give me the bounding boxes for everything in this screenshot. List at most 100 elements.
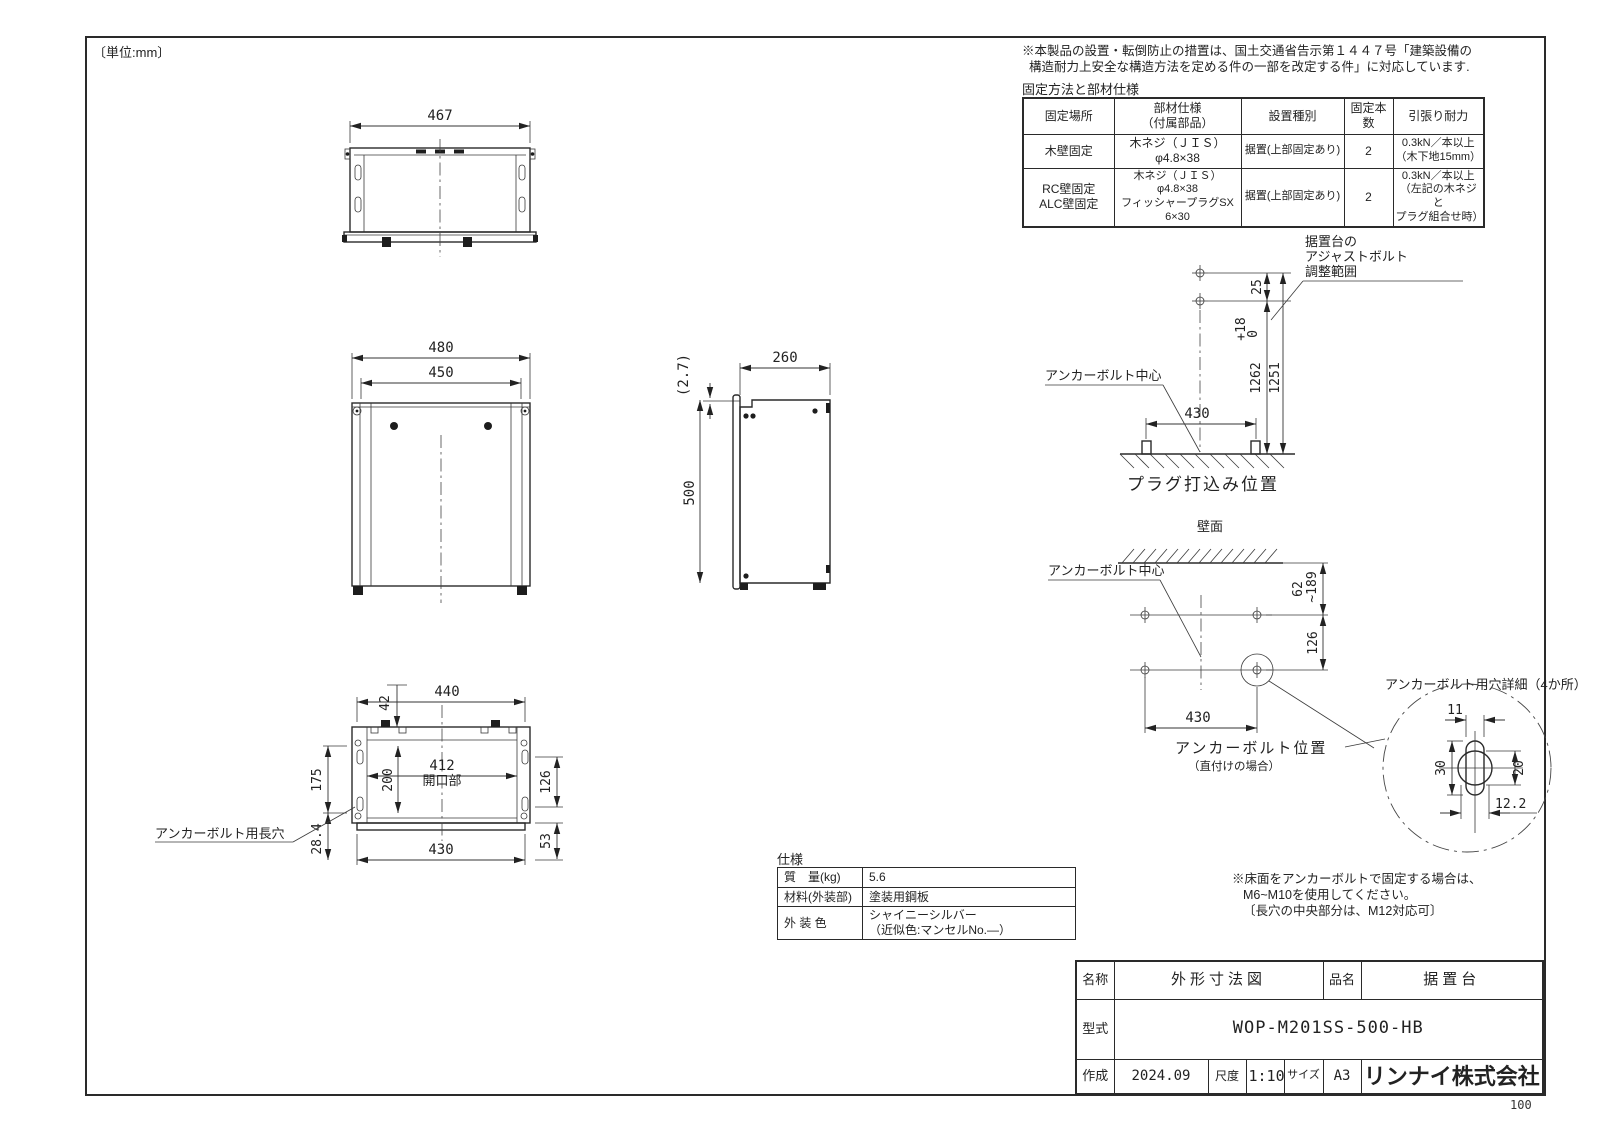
page-number: 100: [1510, 1098, 1532, 1112]
title-block-row2: 型式 WOP-M201SS-500-HB: [1075, 998, 1544, 1060]
tol-plus-18: +18: [1234, 317, 1249, 340]
row1-place: 木壁固定: [1022, 133, 1115, 169]
dim-440: 440: [434, 684, 459, 700]
model-label: 型式: [1075, 998, 1115, 1060]
spec-table: 質 量(kg) 5.6 材料(外装部) 塗装用鋼板 外 装 色 シャイニーシルバ…: [777, 867, 1076, 940]
fixing-table-row-rc: RC壁固定 ALC壁固定 木ネジ（ＪＩＳ） φ4.8×38 フィッシャープラグS…: [1022, 167, 1485, 227]
view-plug-position: 25 +18 0 1262 1251 430 アンカーボルト中心 据置台の アジ…: [1045, 234, 1463, 494]
dim-30: 30: [1434, 760, 1449, 776]
row2-spec: 木ネジ（ＪＩＳ） φ4.8×38 フィッシャープラグSX 6×30: [1113, 167, 1242, 227]
dim-20: 20: [1512, 760, 1527, 776]
front-view-dimensions: 480 450: [351, 340, 531, 399]
fixing-table-header-row: 固定場所 部材仕様 （付属部品） 設置種別 固定本数 引張り耐力: [1022, 97, 1485, 135]
anchor-caption: アンカーボルト位置: [1175, 740, 1327, 757]
row1-count: 2: [1343, 133, 1394, 169]
label-opening: 開口部: [422, 773, 461, 788]
plug-view-dimensions: 25 +18 0 1262 1251 430 アンカーボルト中心 据置台の アジ…: [1045, 234, 1463, 494]
dim-175: 175: [310, 768, 325, 791]
dim-200: 200: [381, 768, 396, 791]
dim-1262: 1262: [1249, 362, 1264, 393]
scale-label: 尺度: [1207, 1058, 1247, 1095]
top-note-line2: 構造耐力上安全な構造方法を定める件の一部を改定する件」に対応しています.: [1022, 60, 1470, 74]
size-value: A3: [1322, 1058, 1362, 1095]
row2-type: 据置(上部固定あり): [1240, 167, 1345, 227]
top-view-body: [342, 139, 538, 257]
spec-material-label: 材料(外装部): [777, 887, 863, 907]
floor-note-1: ※床面をアンカーボルトで固定する場合は、: [1232, 872, 1482, 886]
row1-spec: 木ネジ（ＪＩＳ） φ4.8×38: [1113, 133, 1242, 169]
anchor-caption-sub: （直付けの場合）: [1188, 759, 1280, 773]
spec-row-color: 外 装 色 シャイニーシルバー （近似色:マンセルNo.—）: [777, 906, 1076, 940]
company-name: リンナイ株式会社: [1360, 1058, 1544, 1095]
spec-weight-label: 質 量(kg): [777, 867, 863, 888]
spec-row-material: 材料(外装部) 塗装用鋼板: [777, 887, 1076, 907]
view-front: 480 450: [351, 340, 531, 603]
view-top: 467: [342, 108, 538, 257]
detail-view-dimensions: 11 30 20 12.2: [1434, 703, 1537, 819]
view-side: (2.7) 260 500: [676, 350, 831, 590]
detail-title: アンカーボルト用穴詳細（4か所）: [1385, 677, 1587, 692]
top-view-dimension: 467: [349, 108, 531, 143]
fixing-table-row-wood: 木壁固定 木ネジ（ＪＩＳ） φ4.8×38 据置(上部固定あり) 2 0.3kN…: [1022, 133, 1485, 169]
dim-11: 11: [1447, 703, 1463, 718]
label-adjust-2: アジャストボルト: [1305, 249, 1408, 264]
spec-color-value: シャイニーシルバー （近似色:マンセルNo.—）: [862, 906, 1076, 940]
dim-189: ~189: [1305, 571, 1320, 602]
fixing-col1-header: 固定場所: [1022, 97, 1115, 135]
product-value: 据置台: [1360, 960, 1544, 1000]
dim-126: 126: [539, 770, 554, 793]
detail-view-geometry: アンカーボルト用穴詳細（4か所）: [1344, 677, 1587, 853]
row1-strength: 0.3kN／本以上 （木下地15mm）: [1392, 133, 1485, 169]
spec-color-label: 外 装 色: [777, 906, 863, 940]
dim-500: 500: [682, 480, 698, 505]
floor-note-3: 〔長穴の中央部分は、M12対応可〕: [1243, 904, 1443, 918]
unit-note: 〔単位:mm〕: [93, 45, 171, 60]
dim-42: 42: [378, 695, 393, 711]
anchor-view-dimensions: アンカーボルト中心 62 ~189 126 430 アンカーボルト位置 （直付け…: [1048, 563, 1327, 773]
sheet-border: [85, 36, 1546, 1096]
fixing-col4-header: 固定本数: [1343, 97, 1394, 135]
top-note-line1: ※本製品の設置・転倒防止の措置は、国土交通省告示第１４４７号「建築設備の: [1022, 44, 1473, 58]
row2-place: RC壁固定 ALC壁固定: [1022, 167, 1115, 227]
fixing-col2-header: 部材仕様 （付属部品）: [1113, 97, 1242, 135]
dim-1251: 1251: [1268, 362, 1283, 393]
label-anchor-center: アンカーボルト中心: [1045, 368, 1161, 383]
dim-12-2: 12.2: [1495, 797, 1526, 812]
title-block: 名称 外形寸法図 品名 据置台 型式 WOP-M201SS-500-HB 作成 …: [1075, 960, 1545, 1095]
dim-480: 480: [428, 340, 453, 356]
plug-caption: プラグ打込み位置: [1127, 475, 1279, 494]
dim-28-4: 28.4: [310, 823, 325, 854]
dim-53: 53: [539, 833, 554, 849]
row1-type: 据置(上部固定あり): [1240, 133, 1345, 169]
label-anchor-slot: アンカーボルト用長穴: [155, 826, 284, 841]
name-label: 名称: [1075, 960, 1115, 1000]
view-hole-detail: アンカーボルト用穴詳細（4か所） 11 30 20: [1344, 677, 1587, 853]
label-adjust-3: 調整範囲: [1305, 264, 1357, 279]
row2-strength: 0.3kN／本以上 （左記の木ネジと プラグ組合せ時）: [1392, 167, 1485, 227]
row2-count: 2: [1343, 167, 1394, 227]
dim-430: 430: [428, 842, 453, 858]
floor-note-2: M6~M10を使用してください。: [1243, 888, 1417, 902]
dim-25: 25: [1250, 279, 1265, 295]
spec-weight-value: 5.6: [862, 867, 1076, 888]
tol-zero: 0: [1246, 330, 1261, 338]
view-anchor-position: 壁面: [1048, 519, 1375, 773]
label-anchor-center2: アンカーボルト中心: [1048, 563, 1164, 578]
scale-value: 1:10: [1245, 1058, 1285, 1095]
plug-view-geometry: [1119, 265, 1295, 469]
model-value: WOP-M201SS-500-HB: [1113, 998, 1544, 1060]
dim-450: 450: [428, 365, 453, 381]
dim-430-anchor: 430: [1185, 710, 1210, 726]
dim-2-7: (2.7): [676, 354, 692, 396]
dim-62: 62: [1291, 581, 1306, 597]
size-label: サイズ: [1283, 1058, 1324, 1095]
fixing-table-title: 固定方法と部材仕様: [1022, 82, 1140, 97]
dim-467: 467: [427, 108, 452, 124]
view-bottom: 42 440 412 開口部 200 175 126 430 53: [155, 684, 563, 865]
title-block-row1: 名称 外形寸法図 品名 据置台: [1075, 960, 1544, 1000]
side-view-dimensions: (2.7) 260 500: [676, 350, 831, 583]
dim-126-anchor: 126: [1306, 631, 1321, 654]
side-view-body: [732, 394, 831, 590]
front-view-body: [351, 402, 531, 603]
